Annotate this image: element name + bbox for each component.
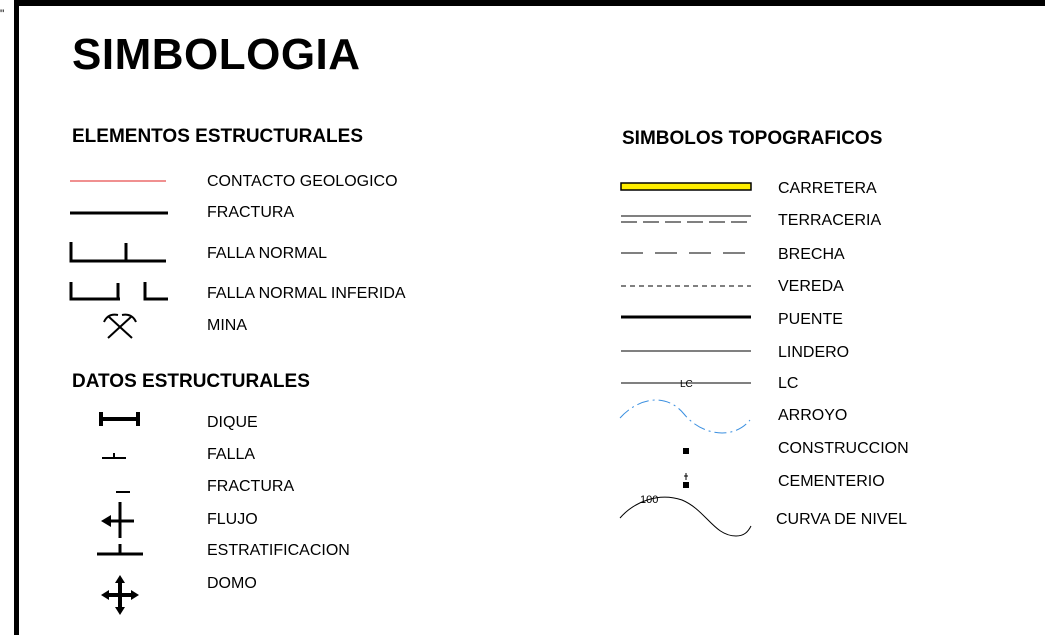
flujo-label: FLUJO (207, 511, 258, 528)
flow-arrow-icon (101, 502, 134, 538)
bedding-icon (97, 544, 143, 556)
cementerio-label: CEMENTERIO (778, 473, 885, 490)
frame-top-border (14, 0, 1045, 6)
carretera-label: CARRETERA (778, 180, 877, 197)
construccion-label: CONSTRUCCION (778, 440, 909, 457)
estratificacion-label: ESTRATIFICACION (207, 542, 350, 559)
dique-label: DIQUE (207, 414, 258, 431)
highway-icon (620, 182, 752, 191)
fractura-label: FRACTURA (207, 204, 295, 221)
boundary-icon (621, 350, 751, 352)
crossed-picks-icon (103, 313, 137, 339)
page-title: SIMBOLOGIA (72, 30, 361, 79)
contour-value-text: 100 (640, 494, 658, 506)
lc-label: LC (778, 375, 799, 392)
curva-de-nivel-label: CURVA DE NIVEL (776, 511, 908, 528)
corner-mark: " (0, 7, 5, 21)
bridge-icon (621, 315, 751, 319)
gap-road-icon (621, 252, 751, 254)
footpath-icon (621, 285, 751, 287)
normal-fault-icon (69, 242, 166, 263)
contacto-geologico-label: CONTACTO GEOLOGICO (207, 173, 398, 190)
fracture-dip-icon (116, 491, 130, 493)
mina-label: MINA (207, 317, 247, 334)
falla-normal-label: FALLA NORMAL (207, 245, 328, 262)
cemetery-icon (683, 473, 689, 488)
lindero-label: LINDERO (778, 344, 850, 361)
structural-data-heading: DATOS ESTRUCTURALES (72, 371, 310, 392)
falla-normal-inferida-label: FALLA NORMAL INFERIDA (207, 285, 406, 302)
lc-line-icon: LC (621, 379, 751, 390)
topographic-heading: SIMBOLOS TOPOGRAFICOS (622, 128, 883, 149)
arroyo-label: ARROYO (778, 407, 848, 424)
falla-label: FALLA (207, 446, 256, 463)
stream-icon (619, 399, 751, 434)
vereda-label: VEREDA (778, 278, 844, 295)
lc-symbol-text: LC (680, 379, 693, 390)
puente-label: PUENTE (778, 311, 843, 328)
dike-icon (99, 412, 140, 426)
domo-label: DOMO (207, 575, 257, 592)
dirt-road-icon (621, 215, 751, 223)
terraceria-label: TERRACERIA (778, 212, 882, 229)
fractura-dato-label: FRACTURA (207, 478, 295, 495)
solid-line-icon (70, 211, 168, 215)
frame-left-border (14, 0, 19, 635)
fault-strike-icon (102, 453, 126, 459)
building-icon (683, 448, 689, 454)
red-line-icon (70, 180, 166, 182)
dome-icon (101, 575, 139, 615)
brecha-label: BRECHA (778, 246, 845, 263)
inferred-normal-fault-icon (69, 282, 168, 301)
contour-line-icon: 100 (619, 494, 752, 537)
structural-elements-heading: ELEMENTOS ESTRUCTURALES (72, 126, 364, 147)
